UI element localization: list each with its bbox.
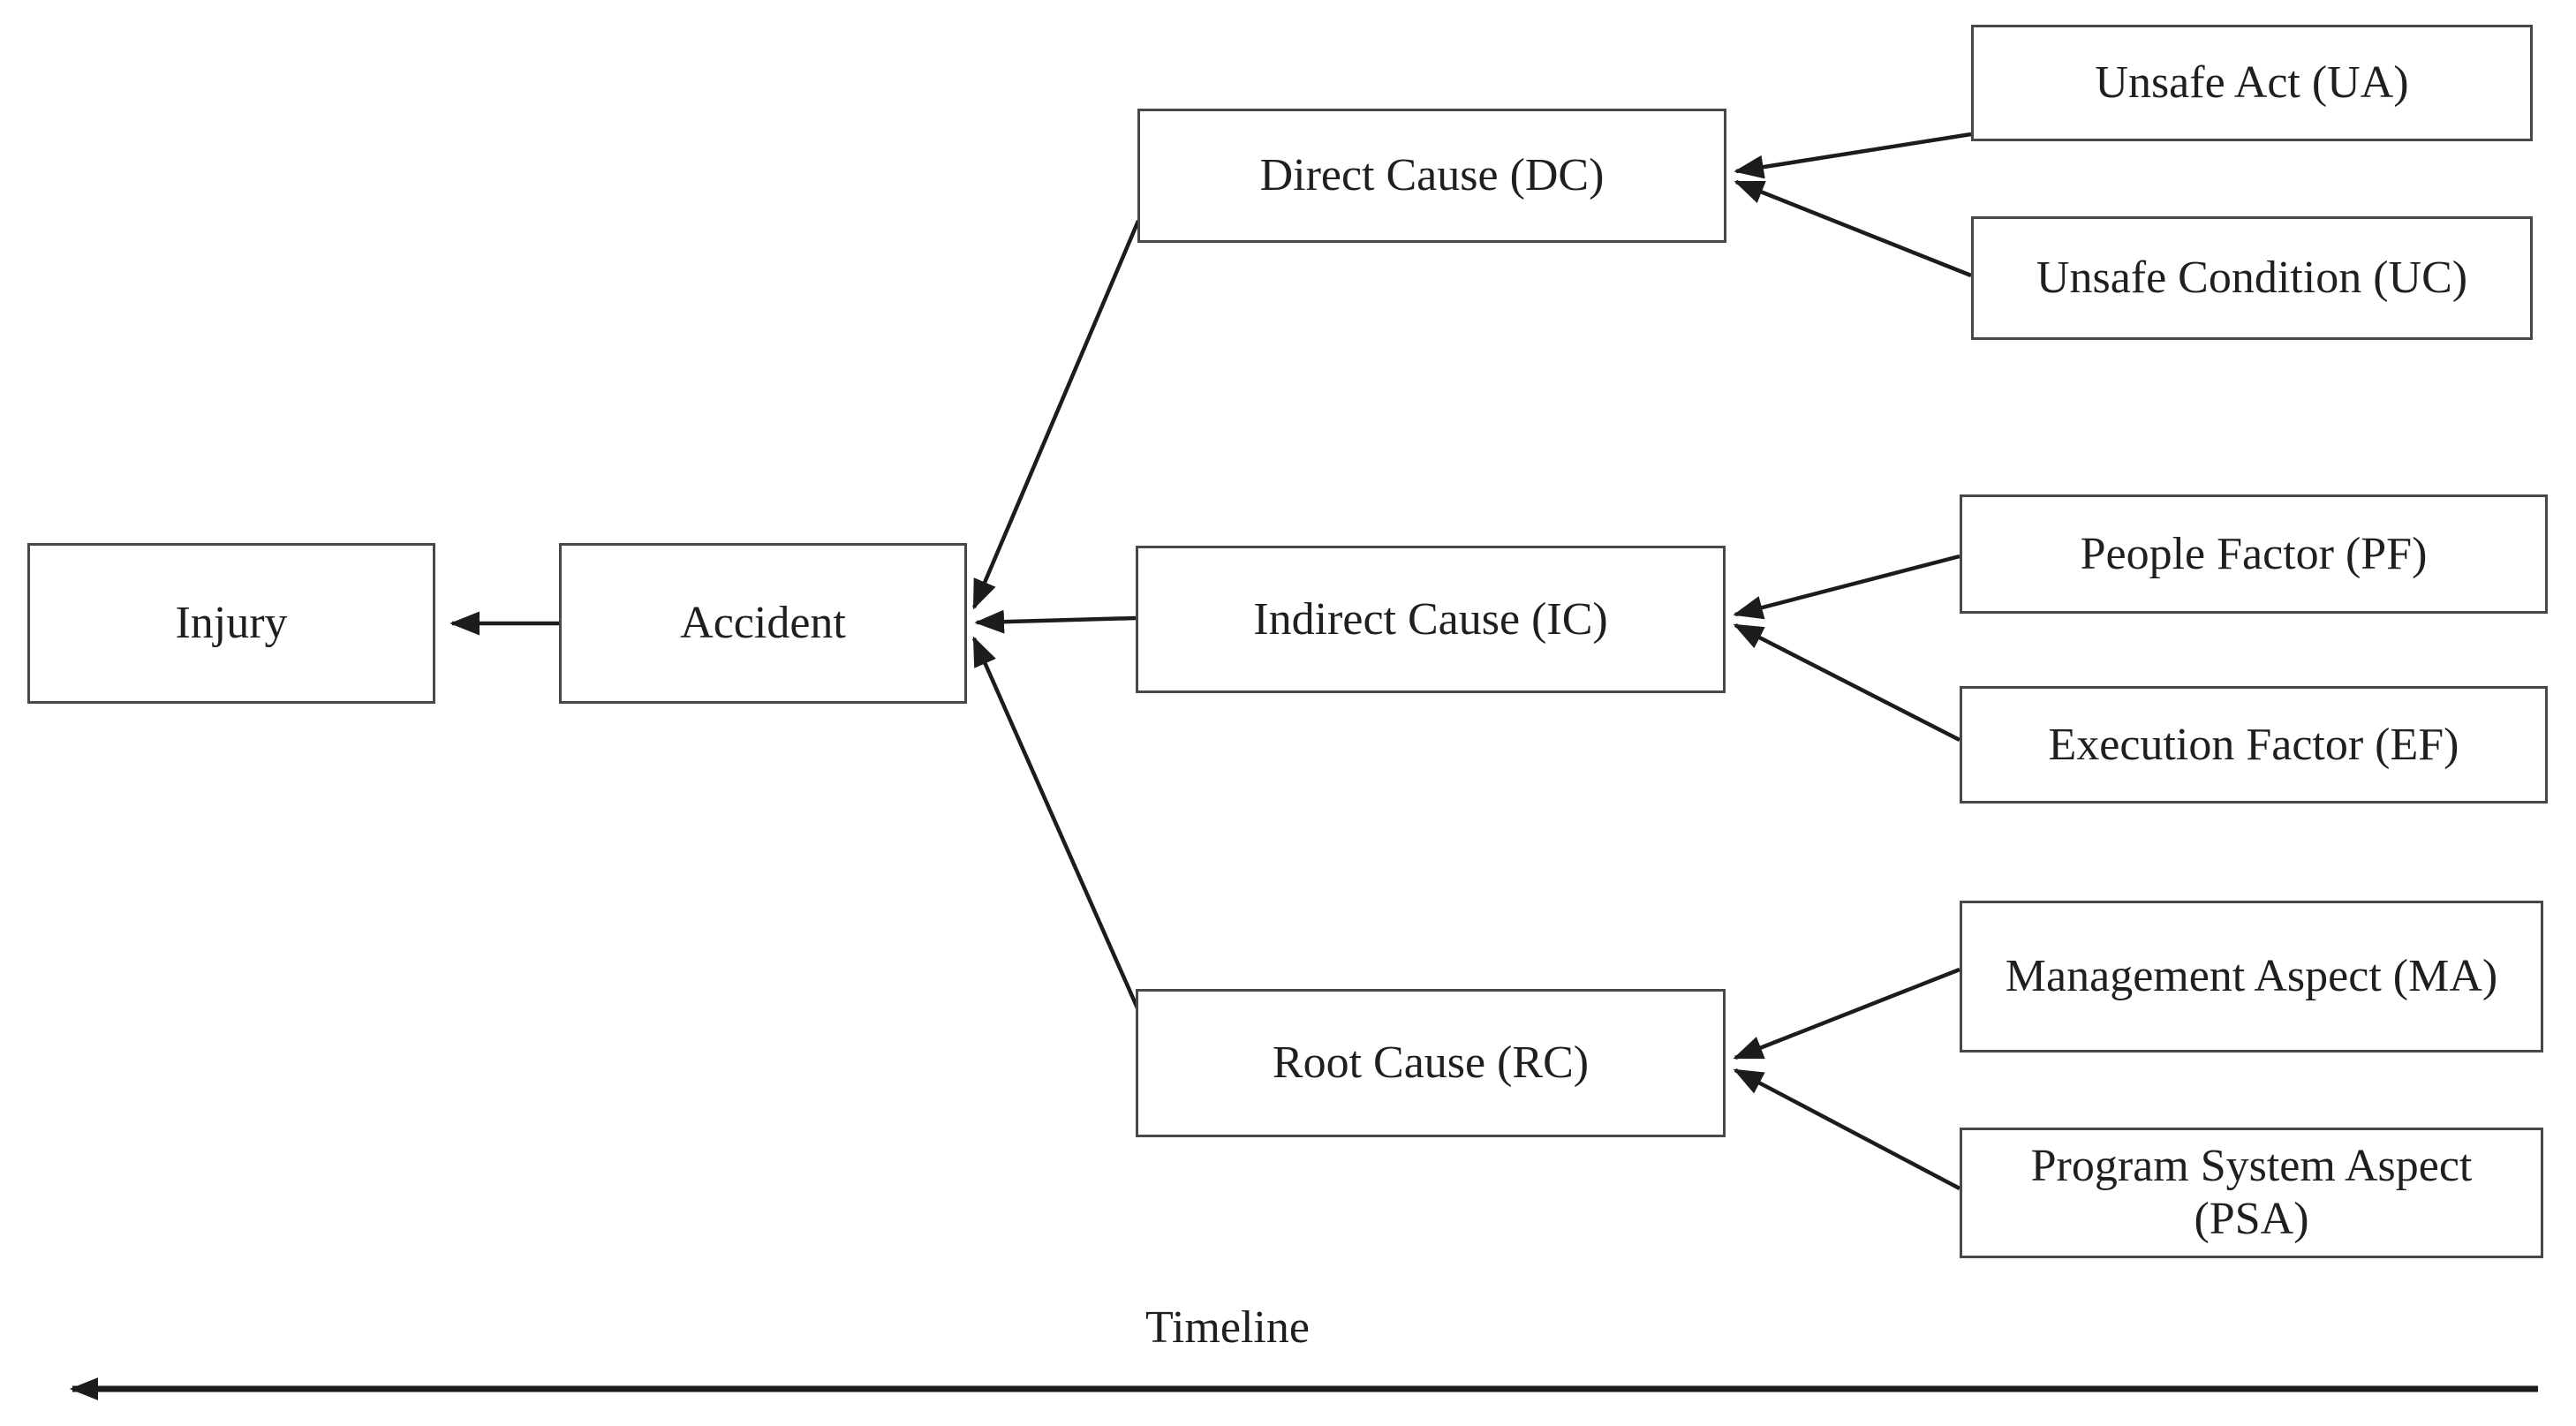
- timeline-label: Timeline: [1145, 1302, 1310, 1353]
- node-indirect-cause-label: Indirect Cause (IC): [1253, 593, 1608, 645]
- node-unsafe-act-label: Unsafe Act (UA): [2095, 57, 2409, 109]
- edge-unsafe-act-to-direct-cause: [1734, 132, 1972, 179]
- edge-people-factor-to-indirect-cause: [1733, 554, 1960, 620]
- edge-direct-cause-to-accident: [971, 220, 1141, 610]
- node-program-system-aspect-label-line2: (PSA): [2194, 1194, 2309, 1244]
- node-indirect-cause: Indirect Cause (IC): [1136, 546, 1726, 693]
- edge-indirect-cause-to-accident: [974, 609, 1137, 634]
- node-direct-cause-label: Direct Cause (DC): [1259, 150, 1605, 201]
- node-people-factor: People Factor (PF): [1960, 494, 2548, 614]
- node-people-factor-label: People Factor (PF): [2080, 528, 2428, 579]
- node-injury-label: Injury: [175, 598, 288, 649]
- node-execution-factor-label: Execution Factor (EF): [2048, 719, 2459, 770]
- node-injury: Injury: [27, 543, 435, 704]
- node-unsafe-condition-label: Unsafe Condition (UC): [2036, 253, 2468, 304]
- edge-program-system-aspect-to-root-cause: [1733, 1068, 1961, 1190]
- edge-execution-factor-to-indirect-cause: [1733, 622, 1961, 743]
- node-direct-cause: Direct Cause (DC): [1137, 109, 1726, 243]
- node-root-cause: Root Cause (RC): [1136, 989, 1726, 1137]
- edge-unsafe-condition-to-direct-cause: [1734, 179, 1972, 278]
- node-management-aspect-label: Management Aspect (MA): [2005, 951, 2498, 1002]
- edge-management-aspect-to-root-cause: [1733, 967, 1960, 1060]
- node-program-system-aspect: Program System Aspect (PSA): [1960, 1128, 2543, 1258]
- node-execution-factor: Execution Factor (EF): [1960, 686, 2548, 804]
- node-accident: Accident: [559, 543, 967, 704]
- node-root-cause-label: Root Cause (RC): [1272, 1037, 1590, 1089]
- node-management-aspect: Management Aspect (MA): [1960, 901, 2543, 1053]
- node-program-system-aspect-label-line1: Program System Aspect: [2030, 1141, 2473, 1192]
- edge-root-cause-to-accident: [971, 636, 1141, 1011]
- node-unsafe-condition: Unsafe Condition (UC): [1971, 216, 2533, 340]
- node-unsafe-act: Unsafe Act (UA): [1971, 25, 2533, 141]
- node-accident-label: Accident: [680, 598, 846, 649]
